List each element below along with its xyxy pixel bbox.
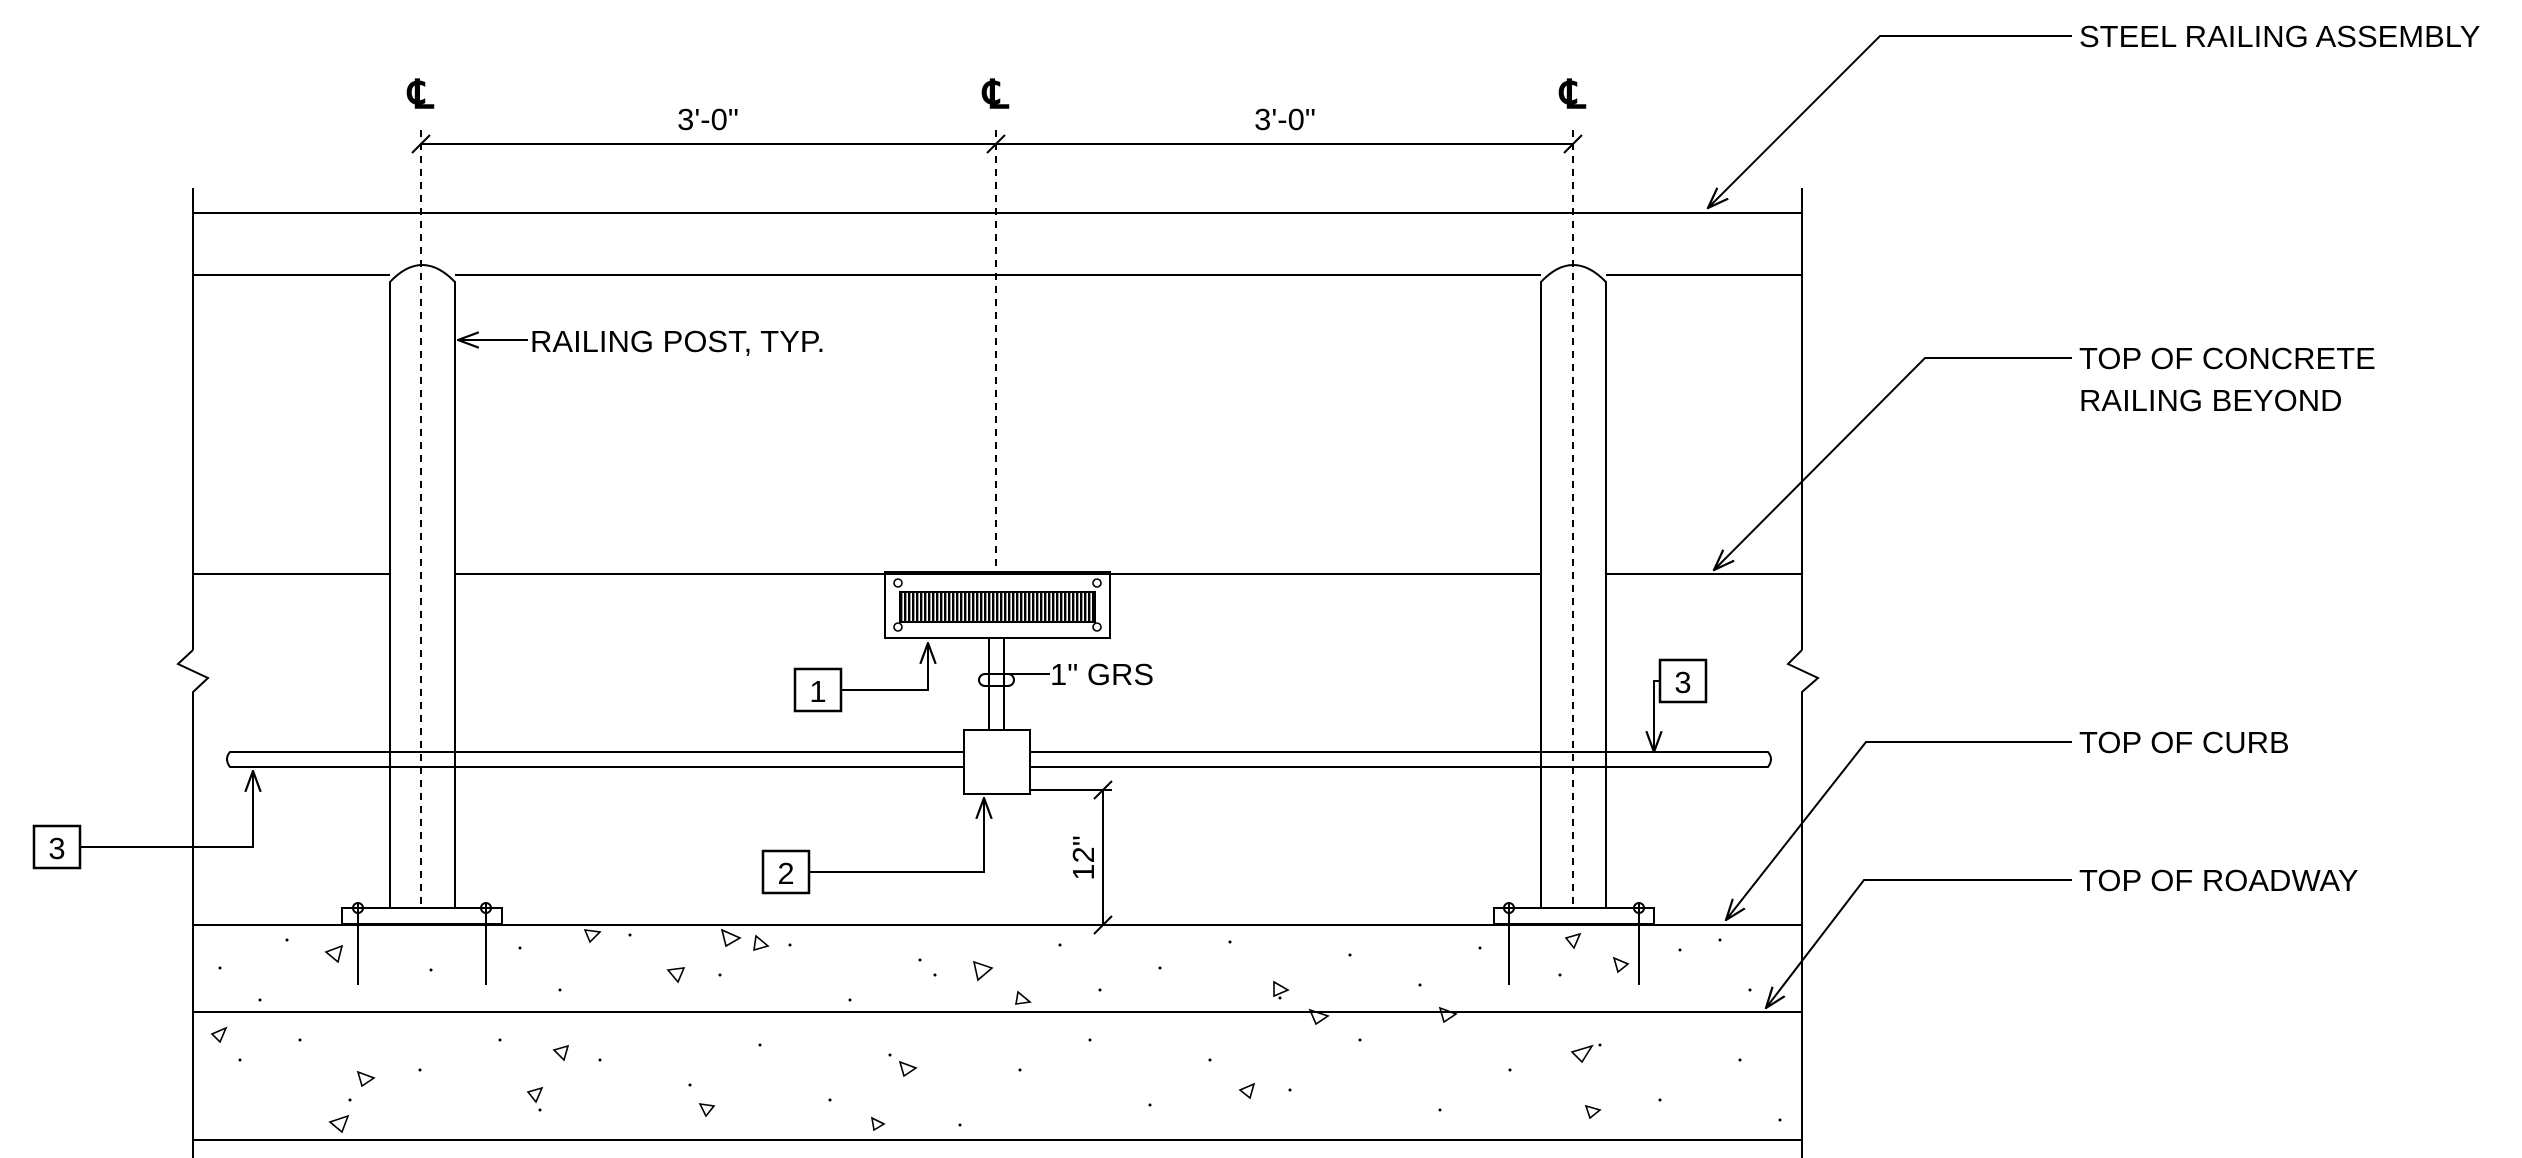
centerline-symbol-left: ℄ — [406, 73, 435, 117]
leader-curb — [1726, 741, 2072, 920]
label-concrete-line2: RAILING BEYOND — [2079, 383, 2343, 418]
dimension-spacing-right: 3'-0" — [1254, 102, 1316, 137]
label-roadway: TOP OF ROADWAY — [2079, 863, 2359, 898]
label-concrete-line1: TOP OF CONCRETE — [2079, 341, 2376, 376]
centerlines — [420, 130, 1574, 910]
centerline-symbol-right: ℄ — [1558, 73, 1587, 117]
grs-conduit — [978, 638, 1015, 730]
label-steel-railing: STEEL RAILING ASSEMBLY — [2079, 19, 2480, 54]
sign-fixture — [884, 571, 1111, 639]
keynote-3-right-text: 3 — [1674, 665, 1691, 700]
label-curb: TOP OF CURB — [2079, 725, 2290, 760]
keynote-3-left-text: 3 — [48, 831, 65, 866]
keynote-3-left: 3 — [32, 771, 253, 870]
horizontal-conduit — [226, 751, 1772, 768]
concrete-hatch — [218, 933, 1782, 1127]
concrete-aggregate — [210, 928, 1630, 1134]
keynote-3-right: 3 — [1654, 658, 1708, 752]
leader-roadway — [1766, 879, 2072, 1008]
dimension-height: 12" — [1066, 835, 1101, 881]
curb-roadway — [193, 924, 1802, 1141]
label-railing-post: RAILING POST, TYP. — [530, 324, 825, 359]
dimension-spacing-left: 3'-0" — [677, 102, 739, 137]
spacing-dimension: 3'-0" 3'-0" — [411, 102, 1583, 154]
label-grs: 1" GRS — [1050, 657, 1154, 692]
keynote-1-text: 1 — [809, 674, 826, 709]
leader-concrete-railing — [1714, 357, 2072, 570]
leader-steel-railing — [1708, 35, 2072, 208]
centerline-symbols: ℄ ℄ ℄ — [406, 73, 1587, 117]
height-dimension: 12" — [1030, 780, 1113, 935]
steel-railing-top-rail — [193, 212, 1802, 276]
keynote-2-text: 2 — [777, 856, 794, 891]
centerline-symbol-center: ℄ — [981, 73, 1010, 117]
keynote-1: 1 — [793, 643, 928, 713]
keynote-2: 2 — [761, 798, 984, 895]
junction-box — [963, 729, 1031, 795]
